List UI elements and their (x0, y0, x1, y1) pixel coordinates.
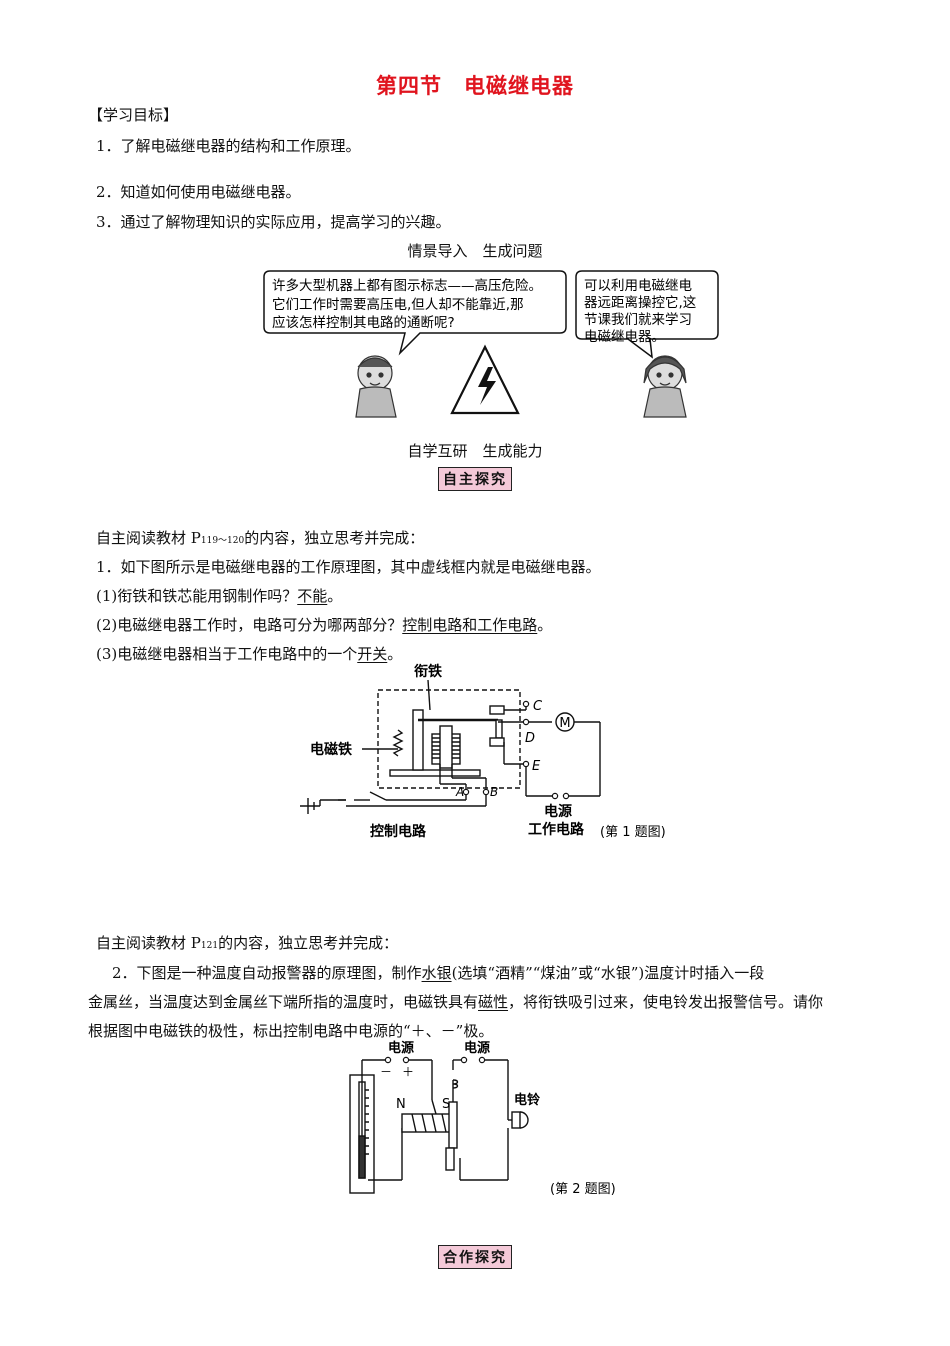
motor-label: M (559, 716, 570, 731)
question-1-c: (3)电磁继电器相当于工作电路中的一个开关。 (96, 645, 403, 663)
question-2-line-3: 根据图中电磁铁的极性，标出控制电路中电源的“＋、－”极。 (88, 1022, 494, 1040)
goal-2: 2．知道如何使用电磁继电器。 (96, 183, 301, 201)
figure-2-caption: (第 2 题图) (550, 1182, 616, 1197)
goal-1: 1．了解电磁继电器的结构和工作原理。 (96, 137, 361, 155)
answer-1b: 控制电路和工作电路 (402, 616, 538, 634)
scene-header: 情景导入 生成问题 (407, 242, 543, 260)
answer-1a: 不能 (297, 587, 328, 605)
speech-right-line-4: 电磁继电器。 (584, 329, 665, 345)
power-label: 电源 (544, 803, 572, 820)
power-label-work: 电源 (464, 1040, 490, 1056)
armature-label: 衔铁 (414, 663, 442, 680)
answer-2a: 水银 (421, 964, 452, 982)
answer-2b: 磁性 (478, 993, 509, 1011)
self-study-header: 自学互研 生成能力 (407, 442, 543, 460)
goals-header: 【学习目标】 (88, 106, 179, 124)
boy-figure (355, 355, 397, 418)
control-circuit-label: 控制电路 (370, 823, 427, 840)
answer-1c: 开关 (357, 645, 388, 663)
high-voltage-icon (450, 344, 520, 415)
page-title: 第四节电磁继电器 (376, 74, 574, 98)
speech-left-line-2: 它们工作时需要高压电,但人却不能靠近,那 (272, 296, 524, 313)
question-1-a: (1)衔铁和铁芯能用钢制作吗？不能。 (96, 587, 343, 605)
terminal-c: C (533, 699, 543, 714)
speech-left-line-1: 许多大型机器上都有图示标志——高压危险。 (272, 277, 542, 294)
question-2-line-1: 2．下图是一种温度自动报警器的原理图，制作水银(选填“酒精”“煤油”或“水银”)… (112, 964, 765, 982)
speech-right-line-1: 可以利用电磁继电 (584, 278, 692, 294)
electromagnet-label: 电磁铁 (310, 741, 352, 758)
figure-2-alarm-diagram: 电源 电源 － ＋ N S 电铃 (第 2 题图) (349, 1040, 616, 1197)
question-2-line-2: 金属丝，当温度达到金属丝下端所指的温度时，电磁铁具有磁性，将衔铁吸引过来，使电铃… (88, 993, 824, 1011)
scene-illustration: 许多大型机器上都有图示标志——高压危险。 它们工作时需要高压电,但人却不能靠近,… (263, 270, 719, 418)
terminal-e: E (532, 759, 541, 774)
speech-bubble-left (263, 270, 567, 356)
figure-1-caption: (第 1 题图) (600, 825, 666, 840)
question-1-b: (2)电磁继电器工作时，电路可分为哪两部分？控制电路和工作电路。 (96, 616, 553, 634)
minus-sign: － (380, 1065, 392, 1079)
speech-right-line-3: 节课我们就来学习 (584, 312, 692, 328)
speech-left-line-3: 应该怎样控制其电路的通断呢? (272, 314, 455, 331)
figure-1-relay-diagram: M C D E A B 衔铁 电磁铁 控制电路 电源 工作电路 (第 1 题图) (300, 663, 666, 840)
terminal-d: D (525, 731, 535, 746)
reading-instruction-1: 自主阅读教材 P119～120的内容，独立思考并完成： (96, 529, 425, 547)
terminal-a: A (455, 785, 464, 799)
terminal-b: B (490, 785, 498, 799)
question-1-stem: 1．如下图所示是电磁继电器的工作原理图，其中虚线框内就是电磁继电器。 (96, 558, 601, 576)
power-label-control: 电源 (388, 1040, 414, 1056)
south-pole-label: S (442, 1097, 450, 1112)
speech-right-line-2: 器远距离操控它,这 (584, 294, 696, 311)
work-circuit-label: 工作电路 (528, 821, 585, 838)
speech-bubble-right (575, 270, 719, 359)
badge-self-explore: 自主探究 (438, 467, 512, 491)
north-pole-label: N (396, 1097, 406, 1112)
reading-instruction-2: 自主阅读教材 P121的内容，独立思考并完成： (96, 934, 399, 952)
goal-3: 3．通过了解物理知识的实际应用，提高学习的兴趣。 (96, 213, 451, 231)
plus-sign: ＋ (402, 1065, 414, 1079)
girl-figure (643, 355, 687, 418)
bell-label: 电铃 (514, 1092, 540, 1108)
badge-cooperative-explore: 合作探究 (438, 1245, 512, 1269)
